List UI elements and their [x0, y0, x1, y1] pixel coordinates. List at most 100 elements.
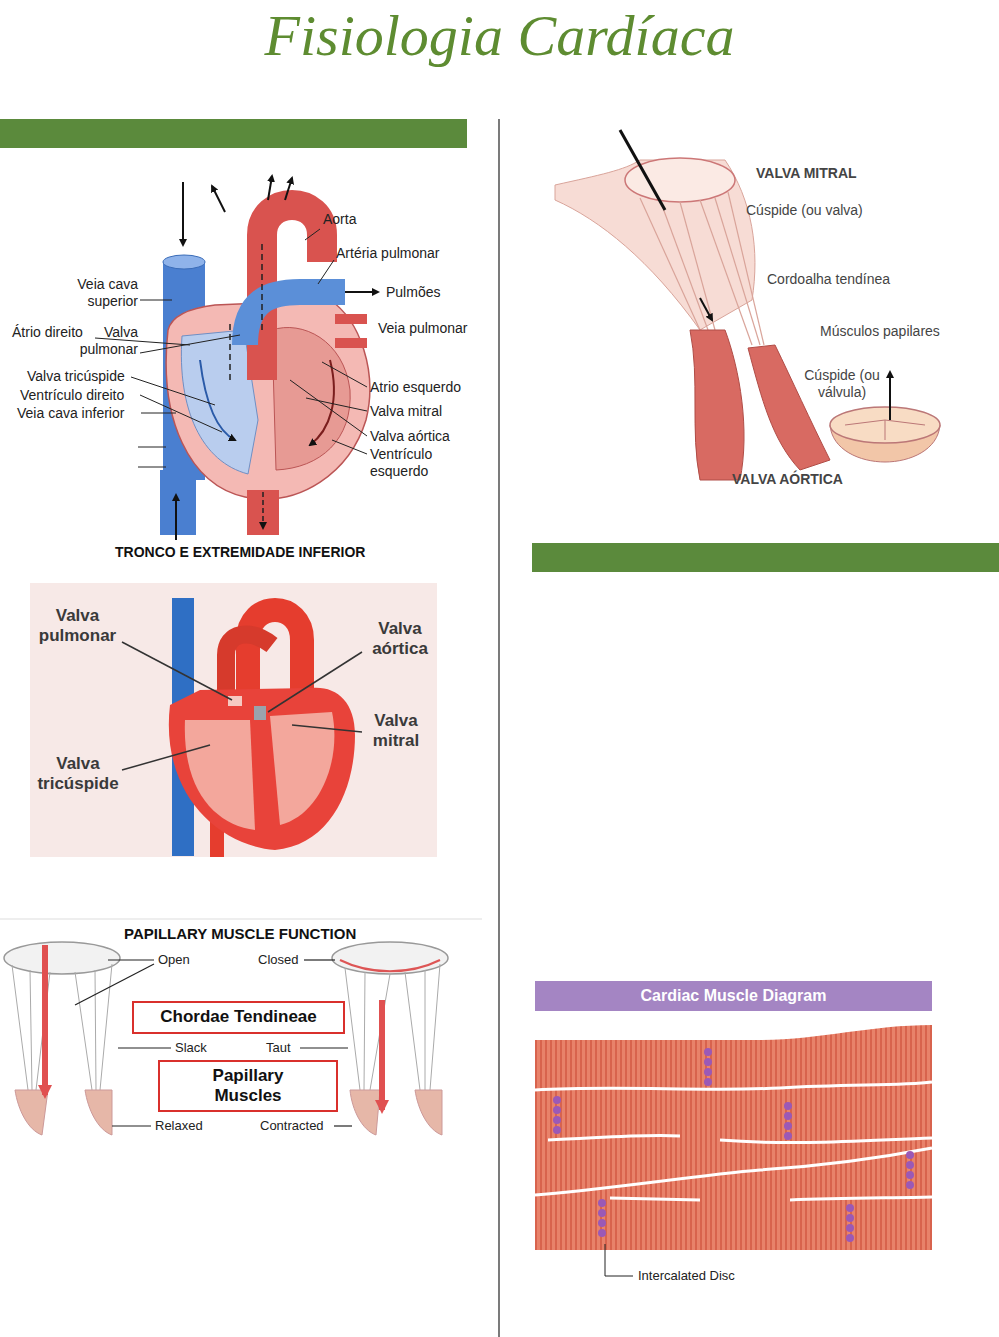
cardiac-muscle-figure-part: [535, 1082, 932, 1200]
cardiac-muscle-figure-part: [605, 1244, 633, 1276]
papillary-figure-part-part: [75, 972, 92, 1090]
papillary-figure-part: [15, 1090, 48, 1135]
cardiac-muscle-figure-part-part: [906, 1151, 914, 1159]
cardiac-muscle-figure: [535, 1025, 932, 1276]
papillary-figure-part: [12, 964, 112, 1090]
heart-diagram-part: [181, 330, 258, 474]
papillary-figure-part-part: [304, 959, 335, 960]
heart-diagram-part: [247, 490, 279, 535]
papillary-figure-part-part: [364, 972, 365, 1090]
cardiac-muscle-figure-part-part: [784, 1102, 792, 1110]
cardiac-muscle-figure-part-part: [704, 1058, 712, 1066]
heart-diagram-part: [212, 186, 225, 212]
valves-heart-diagram-part-part: [122, 642, 232, 700]
cardiac-muscle-figure-part-part: [535, 1082, 932, 1090]
valves-heart-diagram-part-part: [268, 652, 362, 712]
papillary-figure-part-part: [100, 964, 112, 1090]
section-bands: [0, 119, 999, 1337]
part-label: Valva tricúspide: [27, 368, 125, 385]
papillary-figure-part-part: [405, 972, 420, 1090]
heart-diagram-part-part: [140, 335, 240, 353]
papillary-figure-part: [4, 942, 120, 974]
valve-anatomy-figure-part-part: [700, 200, 752, 345]
papillary-figure-part-part: [300, 1047, 348, 1048]
part-label: Átrio direito: [12, 324, 83, 341]
part-label: Veia cava inferior: [17, 405, 124, 422]
cardiac-muscle-figure-part-part: [535, 1148, 932, 1195]
papillary-figure-part: [379, 1000, 385, 1110]
heart-diagram-part: [335, 314, 367, 324]
label-box: Papillary Muscles: [158, 1060, 338, 1112]
heart-diagram-part-part: [141, 413, 176, 414]
papillary-figure-part: [350, 1090, 380, 1135]
heart-diagram-part-part: [305, 229, 320, 240]
papillary-figure-part: [85, 1090, 112, 1135]
figure-caption: TRONCO E EXTREMIDADE INFERIOR: [115, 544, 365, 561]
valve-anatomy-figure-part: [620, 130, 665, 210]
state-label: Contracted: [260, 1118, 324, 1134]
valve-anatomy-figure-part-part: [680, 202, 715, 330]
page-title: Fisiologia Cardíaca: [0, 2, 999, 69]
heart-diagram-part-part: [131, 377, 215, 405]
cardiac-muscle-figure-part-part: [553, 1096, 561, 1104]
papillary-figure-part: [42, 945, 48, 1095]
box-text: Chordae Tendineae: [160, 1007, 317, 1027]
valve-label: Valva aórtica: [360, 619, 440, 660]
heart-diagram-part: [200, 360, 235, 440]
papillary-figure-part-part: [112, 1125, 151, 1126]
state-label: Slack: [175, 1040, 207, 1056]
heart-diagram-part-part: [306, 398, 367, 411]
part-label: Valva aórtica: [370, 428, 450, 445]
heart-diagram-part: [285, 178, 292, 200]
valves-heart-diagram-part: [185, 720, 255, 830]
papillary-figure: [0, 919, 482, 1135]
section-bands-part: [532, 543, 999, 572]
cardiac-muscle-figure-part-part: [846, 1234, 854, 1242]
cardiac-muscle-figure-part-part: [846, 1224, 854, 1232]
papillary-figure-part-part: [118, 1047, 171, 1048]
cardiac-muscle-figure-part-part: [906, 1181, 914, 1189]
part-label: Aorta: [323, 211, 356, 228]
valves-heart-diagram-part-part: [292, 725, 362, 732]
heart-diagram-part: [245, 292, 345, 345]
papillary-figure-part-part: [345, 968, 360, 1090]
valve-anatomy-figure-part-part: [640, 198, 700, 330]
valve-anatomy-figure-part: [700, 298, 712, 320]
heart-diagram-part: [310, 360, 334, 445]
papillary-figure-part: [415, 1090, 442, 1135]
papillary-figure-part: [75, 960, 352, 1126]
heart-diagram-part: [182, 182, 184, 245]
state-label: Relaxed: [155, 1118, 203, 1134]
valve-anatomy-figure-part-part: [715, 198, 760, 345]
cardiac-muscle-figure-part-part: [906, 1161, 914, 1169]
cardiac-muscle-figure-part: [553, 1048, 914, 1242]
papillary-figure-part-part: [425, 970, 426, 1090]
cardiac-muscle-figure-part-part: [784, 1112, 792, 1120]
heart-diagram: [95, 176, 378, 540]
part-label: Músculos papilares: [820, 323, 940, 340]
heart-diagram-part: [261, 240, 263, 330]
cardiac-muscle-figure-part-part: [553, 1116, 561, 1124]
heart-diagram-part: [268, 176, 272, 200]
valve-label: Valva tricúspide: [28, 754, 128, 795]
heart-diagram-part: [163, 255, 205, 269]
cardiac-muscle-figure-part-part: [598, 1199, 606, 1207]
box-text: Papillary Muscles: [198, 1066, 298, 1107]
valve-anatomy-figure-part: [845, 420, 925, 440]
valve-anatomy-figure-part-part: [660, 200, 708, 330]
valves-heart-diagram-part: [169, 688, 355, 850]
part-label: Cordoalha tendínea: [767, 271, 890, 288]
heart-diagram-part-part: [138, 447, 166, 448]
cardiac-muscle-figure-part-part: [553, 1106, 561, 1114]
part-label: VALVA MITRAL: [756, 165, 857, 182]
valves-heart-diagram-part: [254, 706, 266, 720]
valve-anatomy-figure: [555, 130, 940, 480]
cardiac-muscle-figure-part-part: [598, 1229, 606, 1237]
heart-diagram-part: [229, 320, 231, 380]
valve-anatomy-figure-part: [748, 345, 830, 470]
valves-heart-diagram-part: [228, 696, 242, 706]
cardiac-muscle-figure-part: [535, 1025, 932, 1250]
papillary-figure-part: [0, 919, 482, 920]
